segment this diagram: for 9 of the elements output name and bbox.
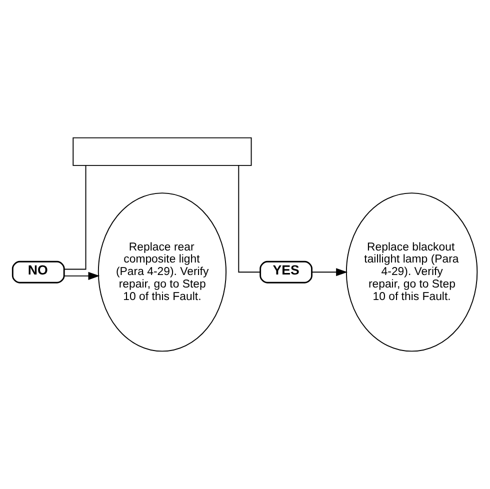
- node-box: YES: [260, 260, 312, 284]
- node-ellipse: Replace rear composite light (Para 4-29). Verify repair, go to Step 10 of this Fault.: [98, 192, 227, 352]
- connector: [238, 164, 261, 273]
- connector: [64, 165, 86, 270]
- arrow: [64, 272, 100, 280]
- node-box: NO: [12, 260, 65, 284]
- node-box: [72, 137, 252, 166]
- node-ellipse: Replace blackout taillight lamp (Para 4-29). Verify repair, go to Step 10 of this Fault.: [346, 192, 478, 352]
- arrow: [311, 268, 348, 276]
